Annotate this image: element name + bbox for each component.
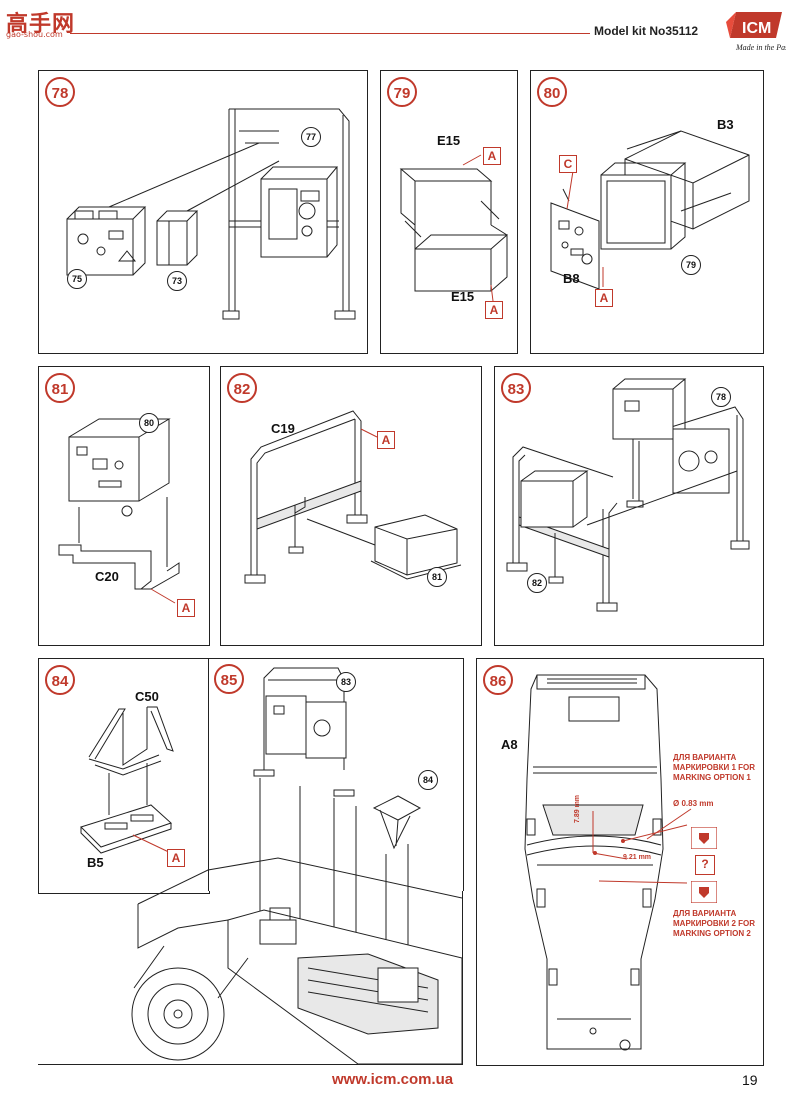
step-79-badge: 79 xyxy=(387,77,417,107)
header-rule xyxy=(70,33,590,34)
ref-80: 80 xyxy=(139,413,159,433)
note-drill: Ø 0.83 mm xyxy=(673,799,714,808)
part-label-c19: C19 xyxy=(271,421,295,436)
question-box: ? xyxy=(695,855,715,875)
step-80-panel: 80 B3 C 79 B8 A xyxy=(530,70,764,354)
logo-tagline: Made in the Past xyxy=(735,43,786,52)
step-79-drawing xyxy=(399,154,508,302)
step-82-drawing xyxy=(244,410,462,584)
callout-a: A xyxy=(177,599,195,617)
part-label-c50: C50 xyxy=(135,689,159,704)
part-label-b3: B3 xyxy=(717,117,734,132)
kit-label: Model kit No35112 xyxy=(594,24,699,38)
step-85-badge: 85 xyxy=(214,664,244,694)
step-84-drawing xyxy=(80,706,176,856)
ref-84: 84 xyxy=(418,770,438,790)
footer-url[interactable]: www.icm.com.ua xyxy=(332,1071,454,1088)
callout-a: A xyxy=(595,289,613,307)
step-86-drawing xyxy=(524,674,692,1051)
ref-78: 78 xyxy=(711,387,731,407)
ref-79: 79 xyxy=(681,255,701,275)
step-83-badge: 83 xyxy=(501,373,531,403)
ref-82: 82 xyxy=(527,573,547,593)
page-number: 19 xyxy=(742,1072,758,1088)
decal-option-1-icon xyxy=(691,827,717,849)
step-78-panel: 78 77 75 73 xyxy=(38,70,368,354)
part-label-b8: B8 xyxy=(563,271,580,286)
step-82-badge: 82 xyxy=(227,373,257,403)
part-label-a8: A8 xyxy=(501,737,518,752)
note-dim-1: 7.89 mm xyxy=(574,794,581,823)
step-85-drawing xyxy=(131,667,462,1064)
step-86-panel: 86 A8 ДЛЯ ВАРИАНТА МАРКИРОВКИ 1 FOR MARK… xyxy=(476,658,764,1066)
callout-c: C xyxy=(559,155,577,173)
step-86-badge: 86 xyxy=(483,665,513,695)
step-79-panel: 79 E15 A E15 A xyxy=(380,70,518,354)
step-78-drawing xyxy=(66,108,356,320)
callout-a: A xyxy=(167,849,185,867)
ref-75: 75 xyxy=(67,269,87,289)
ref-81: 81 xyxy=(427,567,447,587)
part-label-b5: B5 xyxy=(87,855,104,870)
callout-a-bottom: A xyxy=(485,301,503,319)
step-78-badge: 78 xyxy=(45,77,75,107)
icm-logo-icon: ICM Made in the Past xyxy=(726,12,786,52)
note-option-1: ДЛЯ ВАРИАНТА МАРКИРОВКИ 1 FOR MARKING OP… xyxy=(673,753,756,782)
step-81-drawing xyxy=(58,418,180,604)
logo-text: ICM xyxy=(742,20,771,37)
callout-a: A xyxy=(377,431,395,449)
step-83-panel: 83 78 82 xyxy=(494,366,764,646)
part-label-c20: C20 xyxy=(95,569,119,584)
part-label-e15-top: E15 xyxy=(437,133,461,148)
step-80-badge: 80 xyxy=(537,77,567,107)
ref-73: 73 xyxy=(167,271,187,291)
step-80-drawing xyxy=(550,130,750,290)
step-83-drawing xyxy=(506,378,750,612)
watermark-logo: 高手网 xyxy=(6,12,76,37)
step-81-badge: 81 xyxy=(45,373,75,403)
step-81-panel: 81 80 C20 A xyxy=(38,366,210,646)
step-84-panel: 84 C50 B5 A xyxy=(38,658,210,894)
note-dim-2: 9.21 mm xyxy=(623,854,652,861)
ref-83: 83 xyxy=(336,672,356,692)
step-85-area: 85 83 84 xyxy=(38,658,462,1064)
decal-option-2-icon xyxy=(691,881,717,903)
ref-77: 77 xyxy=(301,127,321,147)
watermark-sub: gao-shou.com xyxy=(6,30,63,39)
callout-a-top: A xyxy=(483,147,501,165)
part-label-e15-bottom: E15 xyxy=(451,289,475,304)
step-84-badge: 84 xyxy=(45,665,75,695)
step-82-panel: 82 C19 A 81 xyxy=(220,366,482,646)
note-option-2: ДЛЯ ВАРИАНТА МАРКИРОВКИ 2 FOR MARKING OP… xyxy=(673,909,756,938)
